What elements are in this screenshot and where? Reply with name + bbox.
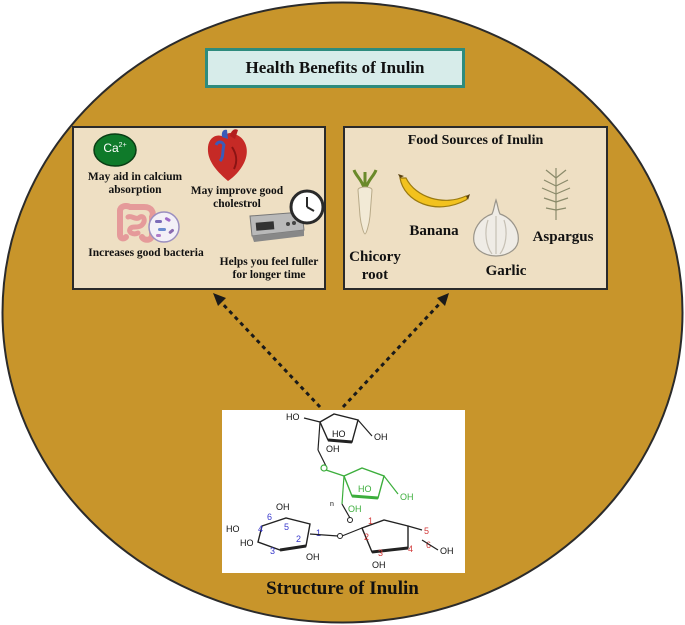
calcium-icon-label: Ca2+ [103, 141, 127, 155]
garlic-icon [473, 198, 519, 257]
struct-label-oh-glc-bottom: OH [306, 552, 320, 562]
struct-num-1: 1 [316, 528, 321, 538]
garlic-label: Garlic [485, 263, 527, 279]
struct-label-oh-fru-bottom: OH [372, 560, 386, 570]
struct-label-oh-fru-right: OH [440, 546, 454, 556]
struct-label-oh-ring2-right: OH [400, 492, 414, 502]
inulin-structure-image [222, 410, 465, 573]
cholesterol-text: May improve good cholestrol [190, 185, 284, 210]
struct-label-ho-glc-left: HO [226, 524, 240, 534]
struct-label-oh-ring2-bottom: OH [348, 504, 362, 514]
struct-num-6: 6 [267, 512, 272, 522]
struct-label-ho-ring2: HO [358, 484, 372, 494]
struct-label-ho-glc-left2: HO [240, 538, 254, 548]
bacteria-text: Increases good bacteria [88, 247, 204, 259]
struct-rnum-1: 1 [368, 516, 373, 526]
struct-num-4: 4 [258, 524, 263, 534]
calcium-text: May aid in calcium absorption [87, 171, 183, 196]
arrow-head-right [437, 293, 449, 306]
struct-num-2: 2 [296, 534, 301, 544]
heart-icon [207, 129, 247, 181]
dashed-arrows [217, 298, 445, 409]
struct-label-n: n [330, 501, 334, 508]
struct-label-oh-glc-top: OH [276, 502, 290, 512]
inulin-structure-diagram: HO HO OH OH HO OH OH n OH HO HO OH 6 5 4… [226, 412, 454, 570]
asparagus-icon [541, 168, 571, 220]
main-title: Health Benefits of Inulin [205, 48, 465, 88]
struct-label-ho-top: HO [286, 412, 300, 422]
struct-label-oh-ring1-bottom: OH [326, 444, 340, 454]
bacteria-icon [148, 211, 180, 243]
banana-label: Banana [409, 223, 459, 239]
scale-clock-icon [249, 189, 325, 242]
struct-rnum-4: 4 [408, 544, 413, 554]
struct-label-ho-ring1: HO [332, 429, 346, 439]
arrow-head-left [213, 293, 226, 306]
chicory-label: Chicory root [349, 249, 401, 283]
struct-rnum-6: 6 [426, 540, 431, 550]
structure-title: Structure of Inulin [266, 578, 419, 599]
struct-rnum-5: 5 [424, 526, 429, 536]
intestine-icon [117, 203, 156, 243]
struct-label-oh-ring1-right: OH [374, 432, 388, 442]
banana-icon [398, 174, 470, 208]
struct-num-5: 5 [284, 522, 289, 532]
struct-rnum-2: 2 [364, 532, 369, 542]
struct-rnum-3: 3 [378, 548, 383, 558]
struct-num-3: 3 [270, 546, 275, 556]
chicory-root-icon [352, 169, 378, 235]
calcium-icon [93, 133, 137, 167]
fuller-text: Helps you feel fuller for longer time [219, 256, 319, 281]
sources-title: Food Sources of Inulin [407, 133, 544, 148]
aspargus-label: Aspargus [532, 229, 594, 245]
